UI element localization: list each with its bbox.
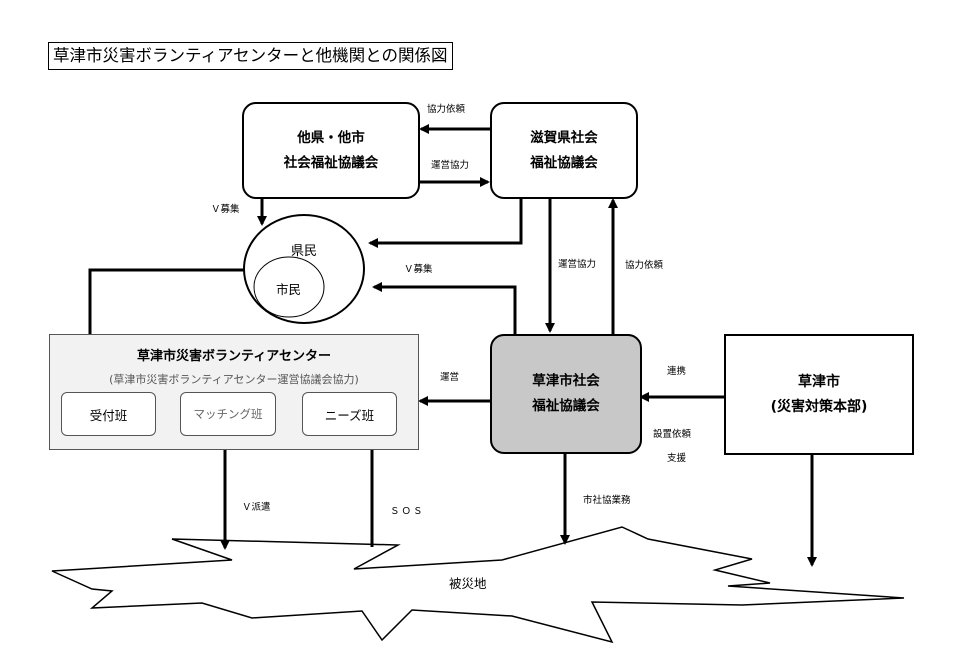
kusatsu-city-line1: 草津市 (798, 373, 840, 390)
label-v-boshu-mid: Ｖ募集 (404, 264, 433, 275)
kusatsu-city-node: 草津市 (災害対策本部) (724, 334, 914, 455)
arrow-v-boshu-mid (372, 282, 517, 334)
shiga-line1: 滋賀県社会 (530, 129, 598, 146)
label-kyoryoku-irai-mid: 協力依頼 (625, 260, 664, 271)
shiga-line2: 福祉協議会 (530, 154, 598, 171)
volunteer-center-subtitle: (草津市災害ボランティアセンター運営協議会協力) (109, 373, 359, 386)
shimin-circle (253, 256, 325, 318)
disaster-area-label: 被災地 (449, 576, 487, 591)
label-unei-kyoryoku-mid: 運営協力 (558, 259, 597, 270)
kusatsu-council-line1: 草津市社会 (532, 373, 600, 389)
volunteer-center-title: 草津市災害ボランティアセンター (137, 349, 331, 364)
disaster-area-burst (51, 526, 905, 644)
other-pref-line1: 他県・他市 (297, 129, 365, 146)
label-v-boshu-left: Ｖ募集 (211, 204, 240, 215)
matching-team: マッチング班 (180, 392, 276, 436)
label-shishakyo-gyomu: 市社協業務 (583, 495, 631, 506)
label-v-haken: Ｖ派遣 (242, 502, 271, 513)
kenmin-label: 県民 (291, 244, 318, 259)
label-kyoryoku-irai-top: 協力依頼 (427, 104, 466, 115)
page-title: 草津市災害ボランティアセンターと他機関との関係図 (48, 42, 453, 70)
uketsuke-team: 受付班 (61, 392, 156, 436)
label-unei: 運営 (440, 372, 460, 383)
label-unei-kyoryoku-top: 運営協力 (431, 160, 470, 171)
shimin-label: 市民 (276, 282, 302, 297)
other-pref-council-node: 他県・他市 社会福祉協議会 (242, 102, 420, 199)
kusatsu-council-line2: 福祉協議会 (532, 398, 600, 414)
kusatsu-council-node: 草津市社会 福祉協議会 (490, 334, 642, 454)
label-sos: ＳＯＳ (390, 506, 425, 517)
needs-team: ニーズ班 (302, 392, 397, 436)
arrow-shiga-to-kenmin (368, 197, 523, 248)
label-renkei: 連携 (667, 366, 687, 377)
label-shien: 支援 (667, 453, 687, 464)
shiga-council-node: 滋賀県社会 福祉協議会 (490, 102, 638, 199)
label-secchi-irai: 設置依頼 (653, 429, 692, 440)
other-pref-line2: 社会福祉協議会 (283, 154, 379, 171)
kusatsu-city-line2: (災害対策本部) (770, 398, 868, 415)
